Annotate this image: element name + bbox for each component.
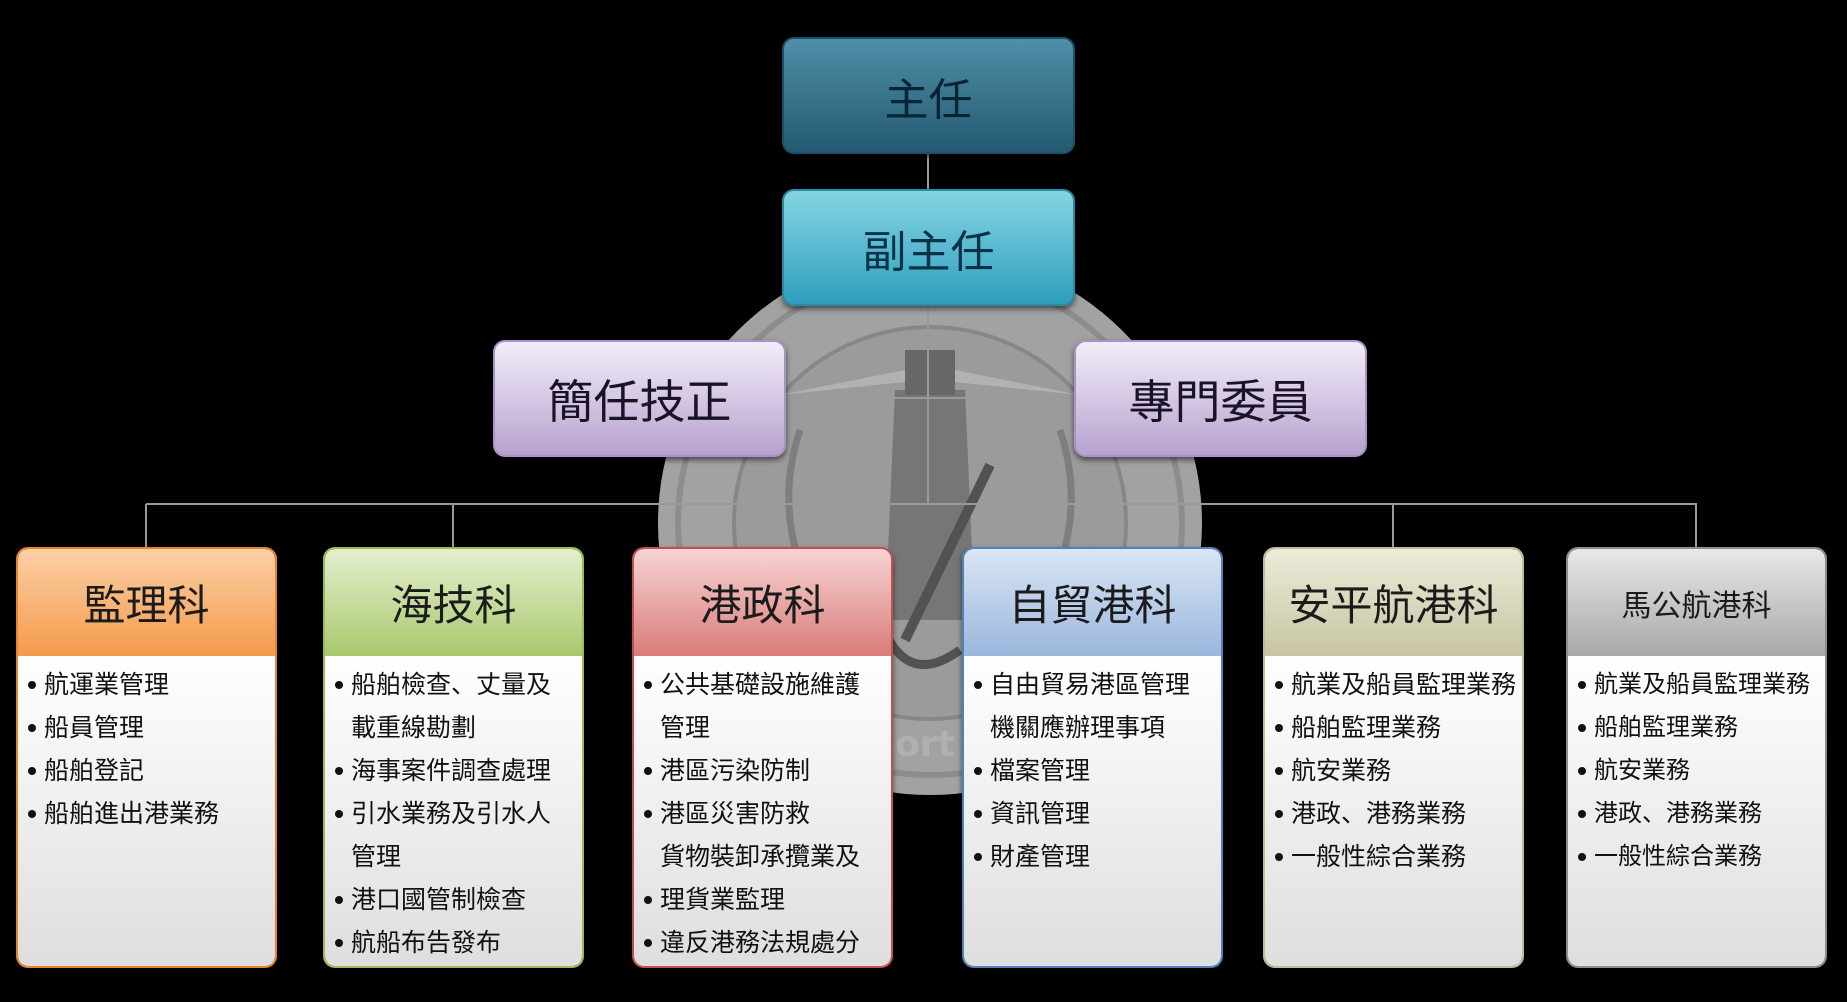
emblem-text: ort bbox=[895, 724, 955, 765]
director-label: 主任 bbox=[884, 74, 973, 126]
commissioner-label: 專門委員 bbox=[1128, 374, 1313, 429]
commissioner-box: 專門委員 bbox=[1074, 340, 1367, 457]
duty-item: 管理 bbox=[351, 842, 402, 871]
dept-duties: 船舶檢查、丈量及載重線勘劃海事案件調查處理引水業務及引水人管理港口國管制檢查航船… bbox=[325, 656, 582, 966]
duty-item: 機關應辦理事項 bbox=[990, 713, 1166, 742]
senior-technician-label: 簡任技正 bbox=[547, 374, 732, 429]
dept-duties: 航業及船員監理業務船舶監理業務航安業務港政、港務業務一般性綜合業務 bbox=[1568, 656, 1825, 966]
senior-technician-box: 簡任技正 bbox=[493, 340, 786, 457]
duty-item: 港政、港務業務 bbox=[1574, 792, 1819, 835]
duty-item: 港區災害防救 bbox=[640, 792, 885, 835]
duty-item: 船舶檢查、丈量及 bbox=[331, 663, 576, 706]
dept-duties: 自由貿易港區管理機關應辦理事項檔案管理資訊管理財產管理 bbox=[964, 656, 1221, 966]
dept-title: 自貿港科 bbox=[964, 549, 1221, 656]
duty-item: 一般性綜合業務 bbox=[1271, 835, 1516, 878]
duty-item: 管理 bbox=[660, 713, 711, 742]
dept-duties: 航運業管理船員管理船舶登記船舶進出港業務 bbox=[18, 656, 275, 966]
duty-item: 引水業務及引水人 bbox=[331, 792, 576, 835]
dept-title: 海技科 bbox=[325, 549, 582, 656]
duty-item: 航業及船員監理業務 bbox=[1574, 663, 1819, 706]
dept-title: 安平航港科 bbox=[1265, 549, 1522, 656]
duty-item: 海事案件調查處理 bbox=[331, 749, 576, 792]
duty-item: 港區污染防制 bbox=[640, 749, 885, 792]
duty-item: 船舶登記 bbox=[24, 749, 269, 792]
dept-title: 監理科 bbox=[18, 549, 275, 656]
dept-magong-port: 馬公航港科 航業及船員監理業務船舶監理業務航安業務港政、港務業務一般性綜合業務 bbox=[1566, 547, 1827, 968]
duty-item: 船員管理 bbox=[24, 706, 269, 749]
dept-supervision: 監理科 航運業管理船員管理船舶登記船舶進出港業務 bbox=[16, 547, 277, 968]
duty-item: 資訊管理 bbox=[970, 792, 1215, 835]
duty-item: 航船布告發布 bbox=[331, 921, 576, 964]
deputy-director-box: 副主任 bbox=[782, 189, 1075, 306]
dept-port-administration: 港政科 公共基礎設施維護管理港區污染防制港區災害防救貨物裝卸承攬業及理貨業監理違… bbox=[632, 547, 893, 968]
dept-title: 馬公航港科 bbox=[1568, 549, 1825, 656]
dept-duties: 航業及船員監理業務船舶監理業務航安業務港政、港務業務一般性綜合業務 bbox=[1265, 656, 1522, 966]
duty-item: 理貨業監理 bbox=[640, 878, 885, 921]
duty-item: 港政、港務業務 bbox=[1271, 792, 1516, 835]
duty-item: 船舶監理業務 bbox=[1574, 706, 1819, 749]
dept-duties: 公共基礎設施維護管理港區污染防制港區災害防救貨物裝卸承攬業及理貨業監理違反港務法… bbox=[634, 656, 891, 966]
duty-item: 貨物裝卸承攬業及 bbox=[660, 842, 861, 871]
duty-item: 航安業務 bbox=[1574, 749, 1819, 792]
duty-item: 公共基礎設施維護 bbox=[640, 663, 885, 706]
duty-item: 船舶監理業務 bbox=[1271, 706, 1516, 749]
duty-item: 港口國管制檢查 bbox=[331, 878, 576, 921]
duty-item: 檔案管理 bbox=[970, 749, 1215, 792]
duty-item: 航安業務 bbox=[1271, 749, 1516, 792]
dept-anping-port: 安平航港科 航業及船員監理業務船舶監理業務航安業務港政、港務業務一般性綜合業務 bbox=[1263, 547, 1524, 968]
duty-item: 船舶進出港業務 bbox=[24, 792, 269, 835]
duty-item: 航運業管理 bbox=[24, 663, 269, 706]
duty-item: 自由貿易港區管理 bbox=[970, 663, 1215, 706]
duty-item: 載重線勘劃 bbox=[351, 713, 477, 742]
duty-item: 違反港務法規處分 bbox=[640, 921, 885, 964]
dept-title: 港政科 bbox=[634, 549, 891, 656]
dept-marine-technology: 海技科 船舶檢查、丈量及載重線勘劃海事案件調查處理引水業務及引水人管理港口國管制… bbox=[323, 547, 584, 968]
duty-item: 航業及船員監理業務 bbox=[1271, 663, 1516, 706]
director-box: 主任 bbox=[782, 37, 1075, 154]
duty-item: 一般性綜合業務 bbox=[1574, 835, 1819, 878]
deputy-director-label: 副主任 bbox=[862, 226, 995, 278]
dept-free-trade-port: 自貿港科 自由貿易港區管理機關應辦理事項檔案管理資訊管理財產管理 bbox=[962, 547, 1223, 968]
duty-item: 財產管理 bbox=[970, 835, 1215, 878]
